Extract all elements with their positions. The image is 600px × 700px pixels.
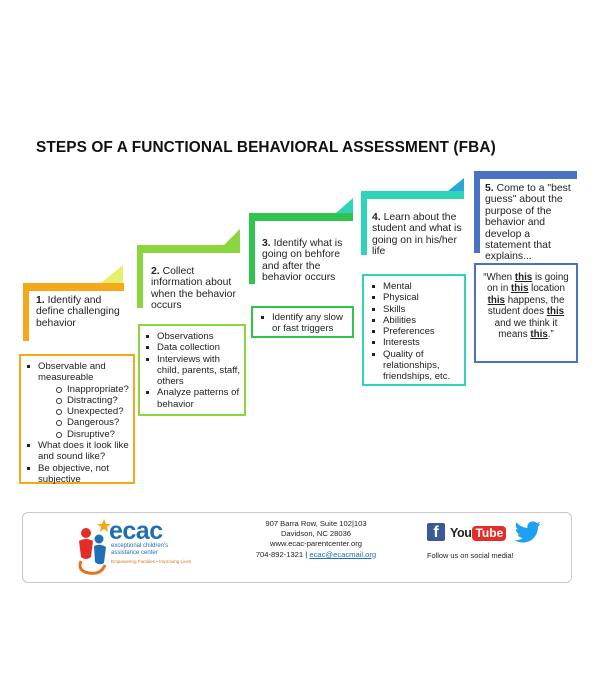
footer: ecac exceptional children's assistance c… [22,512,572,583]
step-4-bullet: Abilities [370,315,460,326]
step-2-bullet: Interviews with child, parents, staff, o… [144,354,240,388]
step-3-box: Identify any slow or fast triggers [251,306,354,338]
step-5-statement-box: “When this is going on in this location … [474,263,578,363]
step-1-bullet: Be objective, not subjective [25,463,129,486]
email-link[interactable]: ecac@ecacmail.org [309,549,377,559]
step-1-bullet: Observable and measureable [25,361,129,384]
step-4-bullet: Quality of relationships, friendships, e… [370,349,460,383]
contact-address: 907 Barra Row, Suite 102|103 Davidson, N… [231,519,401,560]
step-4-bullet: Preferences [370,326,460,337]
ecac-logo: ecac exceptional children's assistance c… [75,517,195,577]
logo-subtitle: exceptional children's assistance center [111,543,169,556]
step-1-edge [23,283,29,341]
step-2-edge [137,245,143,308]
twitter-icon[interactable] [515,521,541,543]
logo-wordmark: ecac [109,517,163,545]
step-1-bullet: Distracting? [25,395,129,406]
step-4-bullet: Mental [370,281,460,292]
step-2-bullet: Data collection [144,342,240,353]
facebook-icon[interactable]: f [427,523,445,541]
step-5-heading: 5. Come to a "best guess" about the purp… [485,183,571,263]
step-4-bullet: Skills [370,304,460,315]
website-link[interactable]: www.ecac-parentcenter.org [269,539,362,549]
family-figures-icon [78,519,111,575]
step-4-bullet: Interests [370,337,460,348]
step-5-bar [474,171,577,179]
step-4-edge [361,191,367,255]
step-1-bullet: Unexpected? [25,406,129,417]
step-1-bar [23,283,124,291]
step-2-heading: 2. Collect information about when the be… [151,266,236,312]
step-4-bar [361,191,464,199]
step-2-bar [137,245,240,253]
separator: | [305,549,308,559]
logo-tagline: Empowering Families • Improving Lives [111,559,192,564]
step-1-bullet: What does it look like and sound like? [25,440,129,463]
step-2-accent-triangle [224,229,240,245]
step-2-bullet: Analyze patterns of behavior [144,387,240,410]
step-1-bullet: Dangerous? [25,417,129,428]
step-5-edge [474,171,480,253]
follow-text: Follow us on social media! [427,551,514,560]
address-line-1: 907 Barra Row, Suite 102|103 [265,519,367,528]
step-1-heading: 1. Identify and define challenging behav… [36,295,120,329]
step-3-heading: 3. Identify what is going on behfore and… [262,238,343,284]
phone-email-line: 704-892-1321 | ecac@ecacmail.org [231,550,401,560]
step-3-edge [249,213,255,284]
step-1-bullet: Inappropriate? [25,384,129,395]
step-4-heading: 4. Learn about the student and what is g… [372,212,462,258]
phone-number: 704-892-1321 [255,549,304,559]
step-4-bullet: Physical [370,292,460,303]
step-3-accent-triangle [336,198,353,213]
page-title: STEPS OF A FUNCTIONAL BEHAVIORAL ASSESSM… [36,139,496,156]
step-5-statement: “When this is going on in this location … [483,272,569,341]
step-3-bullet: Identify any slow or fast triggers [259,312,348,335]
address-line-2: Davidson, NC 28036 [280,529,352,539]
step-2-bullet: Observations [144,331,240,342]
step-4-accent-triangle [448,178,464,191]
step-1-accent-triangle [101,265,123,283]
step-3-bar [249,213,353,221]
step-1-bullet: Disruptive? [25,429,129,440]
